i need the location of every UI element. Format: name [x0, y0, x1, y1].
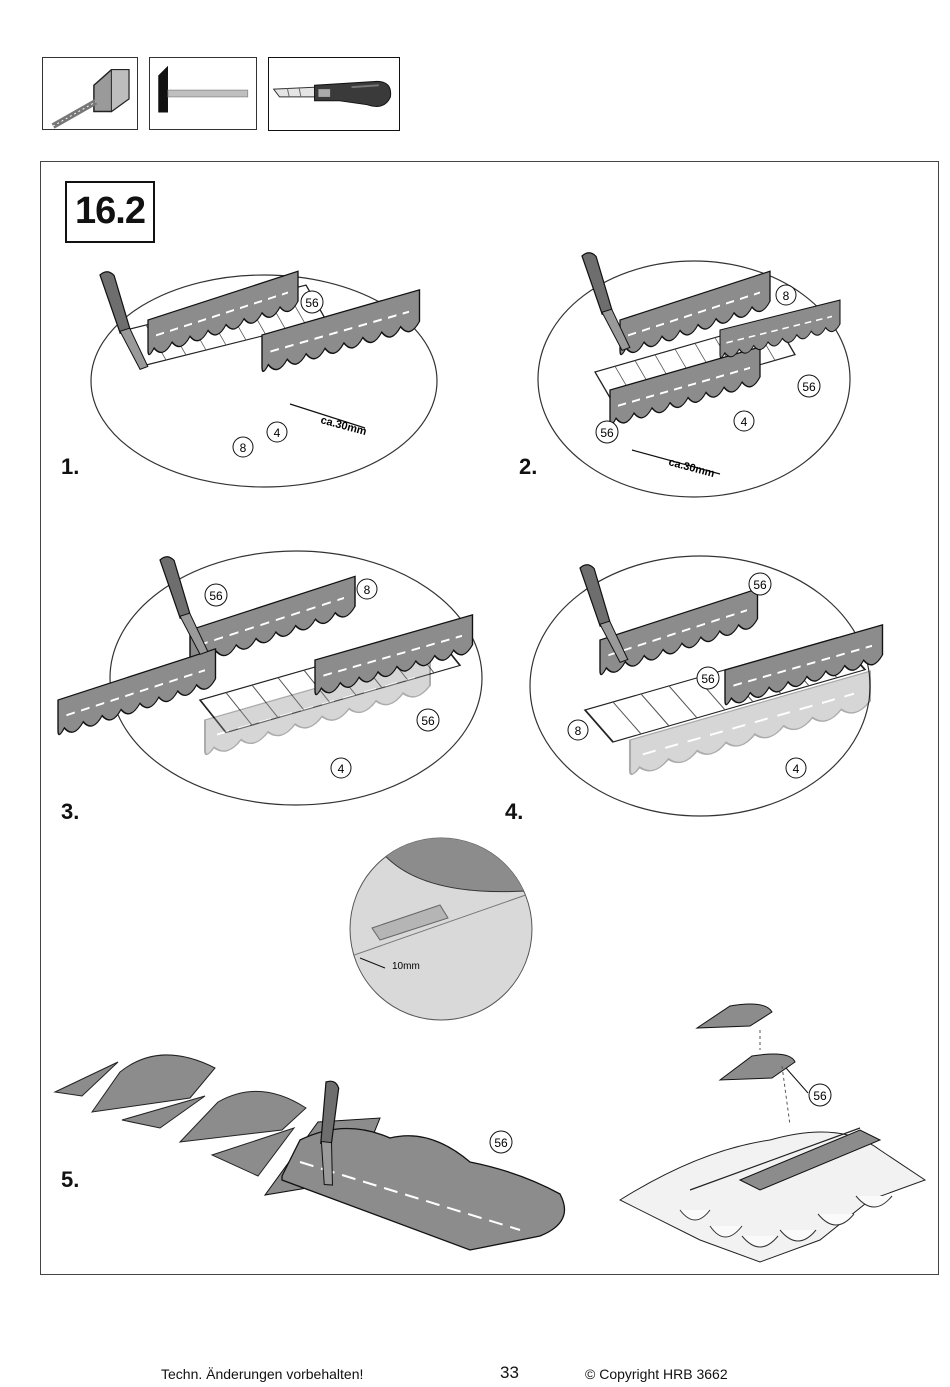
step-4-illustration: 56 56 8 4: [529, 555, 884, 817]
utility-knife-tile: [268, 57, 400, 131]
step-5-roof-ridge: 56: [618, 1003, 927, 1263]
hammer-icon: [158, 65, 249, 113]
callout-8-step4: 8: [575, 724, 582, 738]
callout-8-step1: 8: [240, 441, 247, 455]
tape-measure-tile: [42, 57, 138, 130]
step-5-label: 5.: [61, 1167, 80, 1192]
callout-4-step1: 4: [274, 426, 281, 440]
callout-56-step4a: 56: [753, 578, 767, 592]
footer-note: Techn. Änderungen vorbehalten!: [161, 1366, 364, 1382]
callout-56-step3a: 56: [209, 589, 223, 603]
page-number: 33: [500, 1363, 519, 1382]
callout-56-step5b: 56: [813, 1089, 827, 1103]
callout-8-step3: 8: [364, 583, 371, 597]
callout-4-step3: 4: [338, 762, 345, 776]
callout-4-step4: 4: [793, 762, 800, 776]
section-number: 16.2: [65, 181, 155, 243]
tape-measure-icon: [51, 68, 130, 129]
hammer-tile: [149, 57, 257, 130]
callout-8-step2: 8: [783, 289, 790, 303]
step-1-label: 1.: [61, 454, 80, 479]
step-2-label: 2.: [519, 454, 538, 479]
step-2-illustration: ca.30mm 8 56 4 56: [537, 248, 851, 498]
callout-56-step5a: 56: [494, 1136, 508, 1150]
step-1-illustration: ca.30mm 56 8 4: [90, 267, 438, 488]
footer-copyright: © Copyright HRB 3662: [585, 1366, 728, 1382]
step-3-label: 3.: [61, 799, 80, 824]
step-4-label: 4.: [505, 799, 524, 824]
callout-56-step3b: 56: [421, 714, 435, 728]
callout-56-step1: 56: [305, 296, 319, 310]
dimension-offset: 10mm: [392, 961, 420, 972]
callout-56-step2a: 56: [802, 380, 816, 394]
callout-4-step2: 4: [741, 415, 748, 429]
callout-56-step4b: 56: [701, 672, 715, 686]
instruction-frame: [40, 161, 939, 1275]
step-5-main-shingle: 56: [263, 1078, 566, 1251]
detail-10mm-illustration: 10mm: [349, 837, 533, 1021]
step-3-illustration: 56 8 56 4: [56, 550, 483, 806]
step-5-cut-pieces: [53, 1054, 307, 1177]
callout-56-step2b: 56: [600, 426, 614, 440]
utility-knife-icon: [272, 80, 392, 107]
